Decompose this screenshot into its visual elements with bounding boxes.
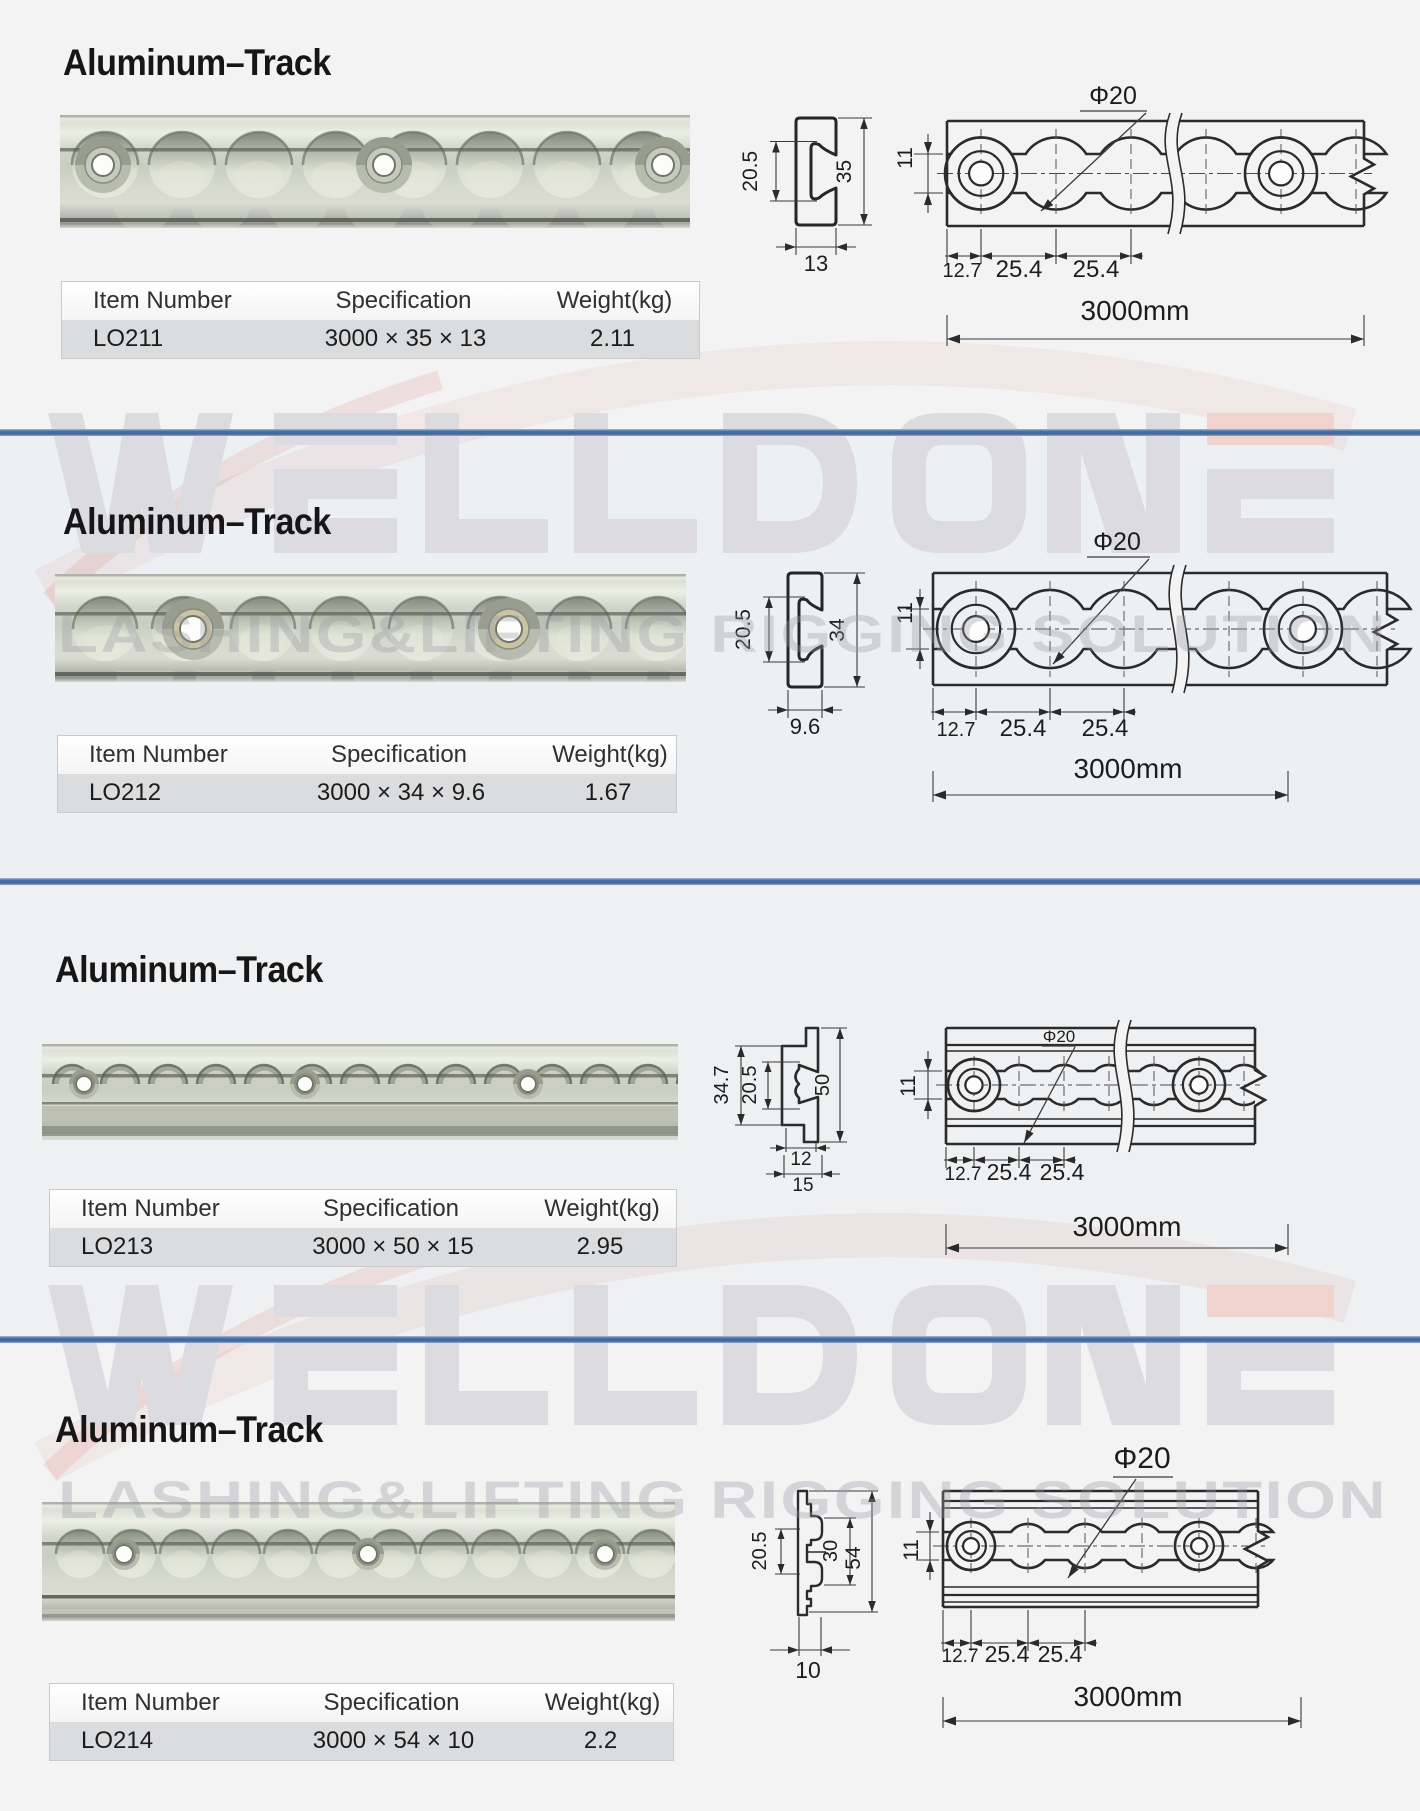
svg-text:Φ20: Φ20 (1093, 528, 1141, 556)
svg-text:Φ20: Φ20 (1089, 82, 1137, 110)
svg-text:25.4: 25.4 (1073, 256, 1120, 283)
svg-text:25.4: 25.4 (996, 256, 1043, 283)
svg-text:25.4: 25.4 (1000, 715, 1047, 742)
svg-text:20.5: 20.5 (749, 1532, 771, 1571)
svg-text:25.4: 25.4 (1038, 1641, 1083, 1667)
svg-text:50: 50 (812, 1074, 834, 1096)
svg-text:11: 11 (894, 147, 917, 169)
svg-text:54: 54 (842, 1546, 865, 1570)
svg-text:3000mm: 3000mm (1081, 295, 1190, 326)
svg-text:12.7: 12.7 (943, 260, 982, 282)
svg-text:3000mm: 3000mm (1074, 1681, 1183, 1712)
svg-text:12: 12 (790, 1149, 811, 1170)
svg-text:35: 35 (833, 160, 856, 183)
svg-text:20.5: 20.5 (739, 1066, 761, 1105)
svg-text:10: 10 (795, 1657, 821, 1683)
svg-text:LASHING&LIFTING RIGGING SOLUTI: LASHING&LIFTING RIGGING SOLUTION (58, 1471, 1388, 1530)
svg-text:11: 11 (897, 1075, 920, 1097)
svg-text:30: 30 (820, 1540, 842, 1562)
svg-text:3000mm: 3000mm (1073, 1211, 1182, 1242)
svg-text:34: 34 (826, 618, 849, 642)
svg-text:11: 11 (894, 602, 917, 624)
svg-text:Φ20: Φ20 (1043, 1027, 1075, 1046)
svg-text:25.4: 25.4 (987, 1159, 1032, 1185)
svg-text:13: 13 (804, 251, 828, 276)
svg-text:12.7: 12.7 (937, 719, 976, 741)
svg-text:3000mm: 3000mm (1074, 753, 1183, 784)
svg-text:9.6: 9.6 (790, 714, 821, 739)
svg-text:25.4: 25.4 (1082, 715, 1129, 742)
svg-text:LASHING&LIFTING RIGGING SOLUTI: LASHING&LIFTING RIGGING SOLUTION (58, 605, 1388, 664)
svg-text:20.5: 20.5 (739, 151, 762, 192)
svg-text:11: 11 (900, 1539, 923, 1561)
svg-text:20.5: 20.5 (732, 609, 755, 650)
svg-text:25.4: 25.4 (985, 1641, 1030, 1667)
svg-text:34.7: 34.7 (711, 1066, 733, 1105)
svg-text:15: 15 (792, 1175, 813, 1196)
svg-text:25.4: 25.4 (1040, 1159, 1085, 1185)
svg-text:12.7: 12.7 (942, 1646, 979, 1667)
svg-text:12.7: 12.7 (945, 1164, 982, 1185)
svg-text:Φ20: Φ20 (1113, 1442, 1170, 1475)
